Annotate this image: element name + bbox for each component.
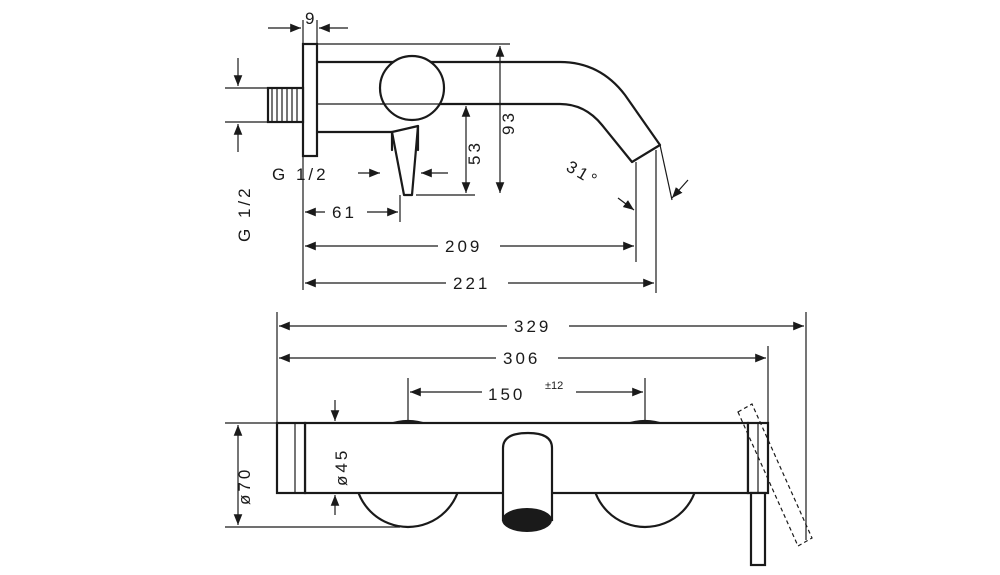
front-view: 329 306 150 ±12 ø70 ø45 [225, 312, 813, 567]
end-cap-left [275, 421, 307, 495]
dim-306: 306 [503, 349, 540, 368]
lever-alt-position [737, 403, 813, 547]
spout-outlet [502, 508, 552, 532]
dim-g12-horizontal: G 1/2 [272, 165, 329, 184]
dim-61: 61 [332, 203, 357, 222]
side-view: 9 G 1/2 G 1/2 53 93 31° 61 [225, 9, 689, 293]
dim-93: 93 [499, 110, 518, 135]
lever [390, 124, 420, 197]
spout-body [315, 60, 662, 164]
dim-150-tolerance: ±12 [545, 380, 563, 392]
front-spout [501, 431, 554, 522]
wall-flange [301, 42, 319, 158]
thread-connector [266, 86, 305, 124]
dim-221: 221 [453, 274, 490, 293]
dim-d70: ø70 [235, 467, 254, 505]
dim-209: 209 [445, 237, 482, 256]
dim-d45: ø45 [332, 448, 351, 486]
handle-knob [378, 54, 446, 122]
dim-g12-vertical: G 1/2 [235, 185, 254, 242]
dim-53: 53 [465, 140, 484, 165]
dim-150: 150 [488, 385, 525, 404]
dim-9: 9 [305, 9, 317, 28]
front-lever [749, 491, 767, 567]
dim-329: 329 [514, 317, 551, 336]
dim-31-deg: 31° [563, 157, 603, 191]
